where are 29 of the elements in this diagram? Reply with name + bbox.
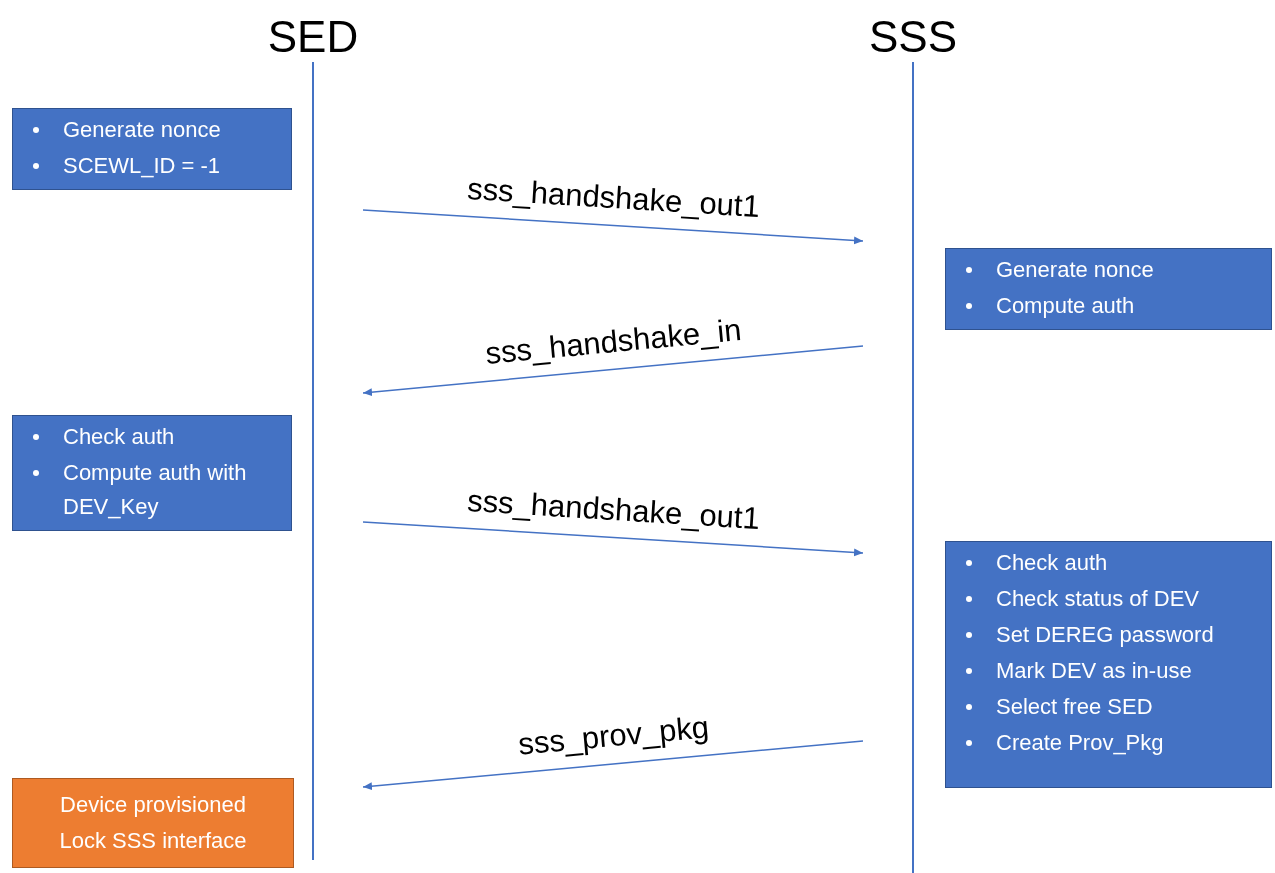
participant-name: SED (267, 12, 359, 62)
note-box (12, 108, 292, 190)
bullet-item: Check auth (63, 423, 175, 451)
note-box (945, 248, 1272, 330)
message-label: sss_handshake_in (483, 311, 743, 372)
bullet-item: Compute auth (996, 292, 1135, 320)
bullet-item: Compute auth with DEV_Key (63, 459, 248, 521)
bullet-item: Check auth (996, 549, 1108, 577)
message-label: sss_handshake_out1 (465, 482, 761, 537)
bullet-item: SCEWL_ID = -1 (63, 152, 221, 180)
bullet-item: Create Prov_Pkg (996, 729, 1164, 757)
message-label: sss_handshake_out1 (465, 170, 761, 225)
bullet-item: Set DEREG password (996, 621, 1214, 649)
bullet-item: Check status of DEV (996, 585, 1199, 613)
bullet-item: Generate nonce (996, 256, 1154, 284)
status-text: Device provisioned (59, 791, 247, 819)
note-box (12, 415, 292, 531)
message-arrow (362, 209, 864, 245)
status-text: Lock SSS interface (58, 827, 248, 855)
note-box (945, 541, 1272, 788)
status-box (12, 778, 294, 868)
message-arrow (362, 345, 864, 397)
message-arrow (362, 740, 864, 791)
message-label: sss_prov_pkg (516, 709, 711, 763)
message-arrow (362, 521, 864, 557)
bullet-item: Select free SED (996, 693, 1153, 721)
bullet-item: Generate nonce (63, 116, 221, 144)
participant-name: SSS (868, 12, 957, 62)
bullet-item: Mark DEV as in-use (996, 657, 1192, 685)
